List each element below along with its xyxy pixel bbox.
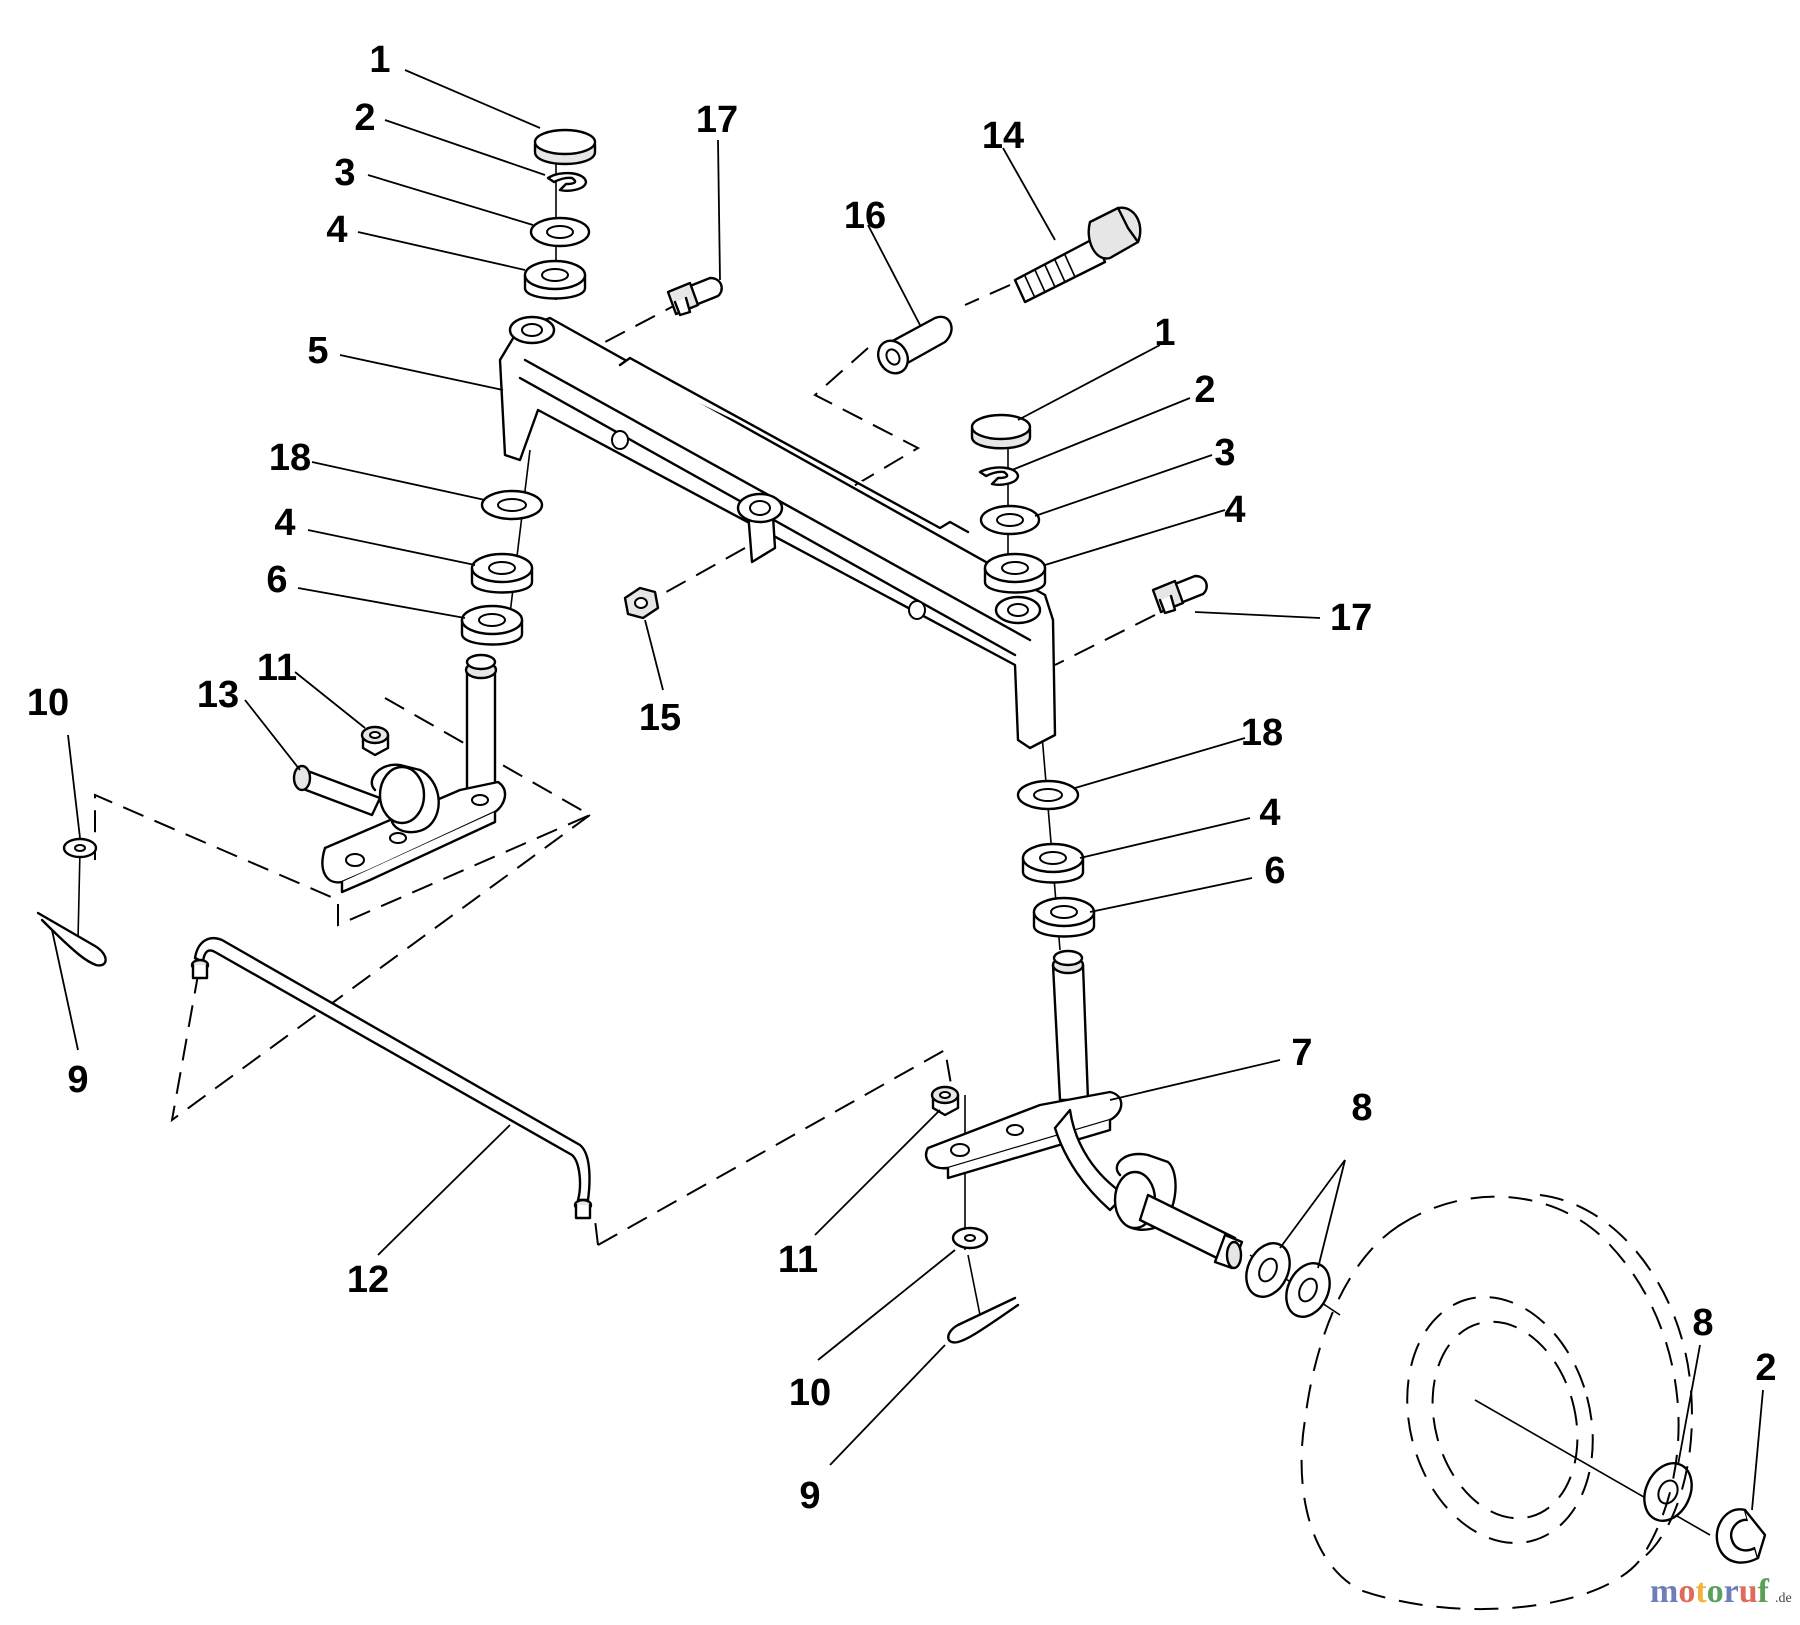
callout-16: 16 [844,195,886,237]
axle-beam [498,315,1057,750]
callout-2: 2 [354,97,375,139]
grease-fitting-right [1151,574,1208,615]
right-cotter-pin-9 [947,1296,1020,1344]
callout-10: 10 [789,1372,831,1414]
wheel-washer-8 [1643,1462,1693,1522]
leader-lines [51,69,1764,1511]
left-spindle [292,653,507,894]
callout-2: 2 [1194,369,1215,411]
callout-17: 17 [1330,597,1372,639]
tie-rod [190,936,593,1220]
callout-10: 10 [27,682,69,724]
callout-1: 1 [369,39,390,81]
callout-17: 17 [696,99,738,141]
right-bottom-stack [1016,779,1096,938]
callout-3: 3 [334,152,355,194]
callout-11: 11 [257,647,297,689]
assembly-lines [94,284,1156,1246]
callout-9: 9 [67,1059,88,1101]
axle-washers-8 [1245,1242,1331,1318]
callout-7: 7 [1291,1032,1312,1074]
callout-8: 8 [1692,1302,1713,1344]
right-washer-10 [951,1226,989,1250]
watermark-logo: motoruf .de [1650,1573,1792,1610]
callout-4: 4 [1259,792,1280,834]
callout-6: 6 [266,559,287,601]
callout-5: 5 [307,330,328,372]
left-cotter-pin-9 [36,911,107,967]
bolt-14 [1013,206,1142,304]
callout-6: 6 [1264,850,1285,892]
left-washer-10 [62,837,98,859]
callout-12: 12 [347,1259,389,1301]
watermark-suffix: .de [1775,1591,1792,1606]
left-nut-11 [360,725,390,757]
callout-4: 4 [326,209,347,251]
callout-3: 3 [1214,432,1235,474]
callout-1: 1 [1154,312,1175,354]
grease-fitting-left [666,276,723,317]
phantom-wheel [1300,1194,1693,1611]
right-top-stack [970,413,1047,594]
callout-18: 18 [269,437,311,479]
callout-4: 4 [1224,489,1245,531]
left-bottom-stack [460,489,544,646]
callout-9: 9 [799,1475,820,1517]
callout-11: 11 [778,1239,818,1281]
callout-13: 13 [197,674,239,716]
wheel-clip-2 [1715,1508,1767,1564]
callout-2: 2 [1755,1347,1776,1389]
callout-8: 8 [1351,1087,1372,1129]
spacer-16 [876,315,953,375]
watermark-text: motoruf [1650,1573,1770,1610]
callout-14: 14 [982,115,1024,157]
right-nut-11 [930,1085,960,1117]
callout-4: 4 [274,502,295,544]
right-spindle [924,949,1244,1270]
callout-18: 18 [1241,712,1283,754]
callout-labels: 1 2 3 4 5 17 14 16 1 2 3 4 17 18 4 6 15 … [27,39,1777,1517]
left-top-stack [523,128,597,300]
nut-15 [623,586,660,620]
callout-15: 15 [639,697,681,739]
